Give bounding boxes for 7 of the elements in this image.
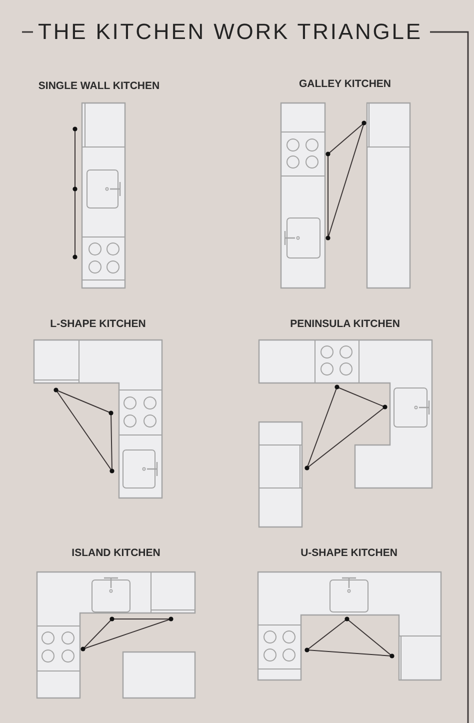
plan-heading: SINGLE WALL KITCHEN xyxy=(38,80,160,93)
plan-heading: PENINSULA KITCHEN xyxy=(290,318,400,331)
title: THE KITCHEN WORK TRIANGLE xyxy=(38,19,422,45)
plan-heading: L-SHAPE KITCHEN xyxy=(50,318,146,331)
plan-heading: GALLEY KITCHEN xyxy=(299,78,391,91)
plan-heading: U-SHAPE KITCHEN xyxy=(300,547,398,560)
plan-heading: ISLAND KITCHEN xyxy=(72,547,160,560)
